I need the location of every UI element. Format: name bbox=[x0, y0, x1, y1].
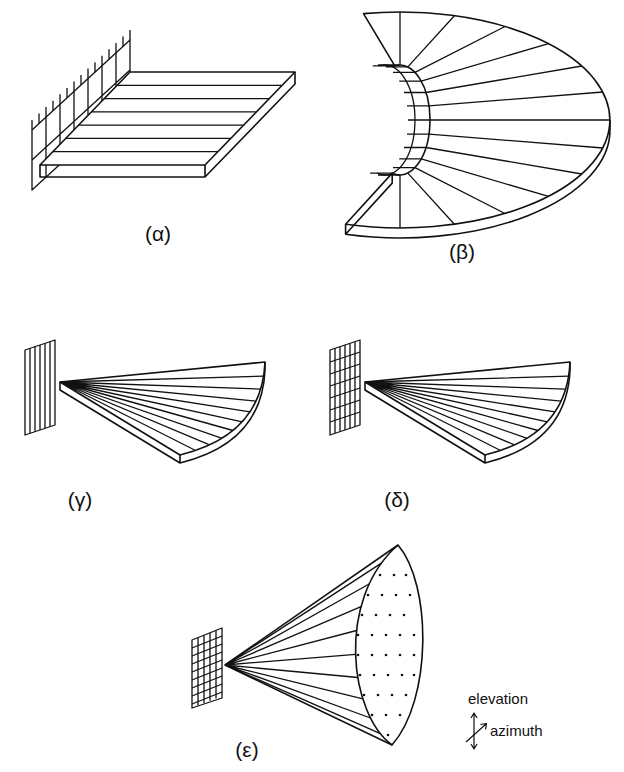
wall-gamma bbox=[25, 340, 55, 435]
axis-label: azimuth bbox=[490, 722, 543, 739]
plate-beta bbox=[346, 12, 610, 238]
wall-epsilon bbox=[192, 628, 222, 708]
panel-label: (δ) bbox=[384, 488, 410, 512]
axes-icon bbox=[466, 713, 487, 749]
panel-label: (ε) bbox=[235, 738, 258, 762]
plate-delta bbox=[365, 362, 570, 463]
plate-alpha bbox=[40, 72, 295, 177]
panel-label: (α) bbox=[145, 222, 171, 246]
panel-label: (β) bbox=[449, 240, 475, 264]
plate-gamma bbox=[60, 362, 265, 463]
cone-epsilon bbox=[225, 545, 423, 745]
wall-beta bbox=[370, 65, 430, 175]
panel-label: (γ) bbox=[68, 488, 93, 512]
axis-label: elevation bbox=[468, 690, 528, 707]
wall-delta bbox=[330, 340, 360, 435]
